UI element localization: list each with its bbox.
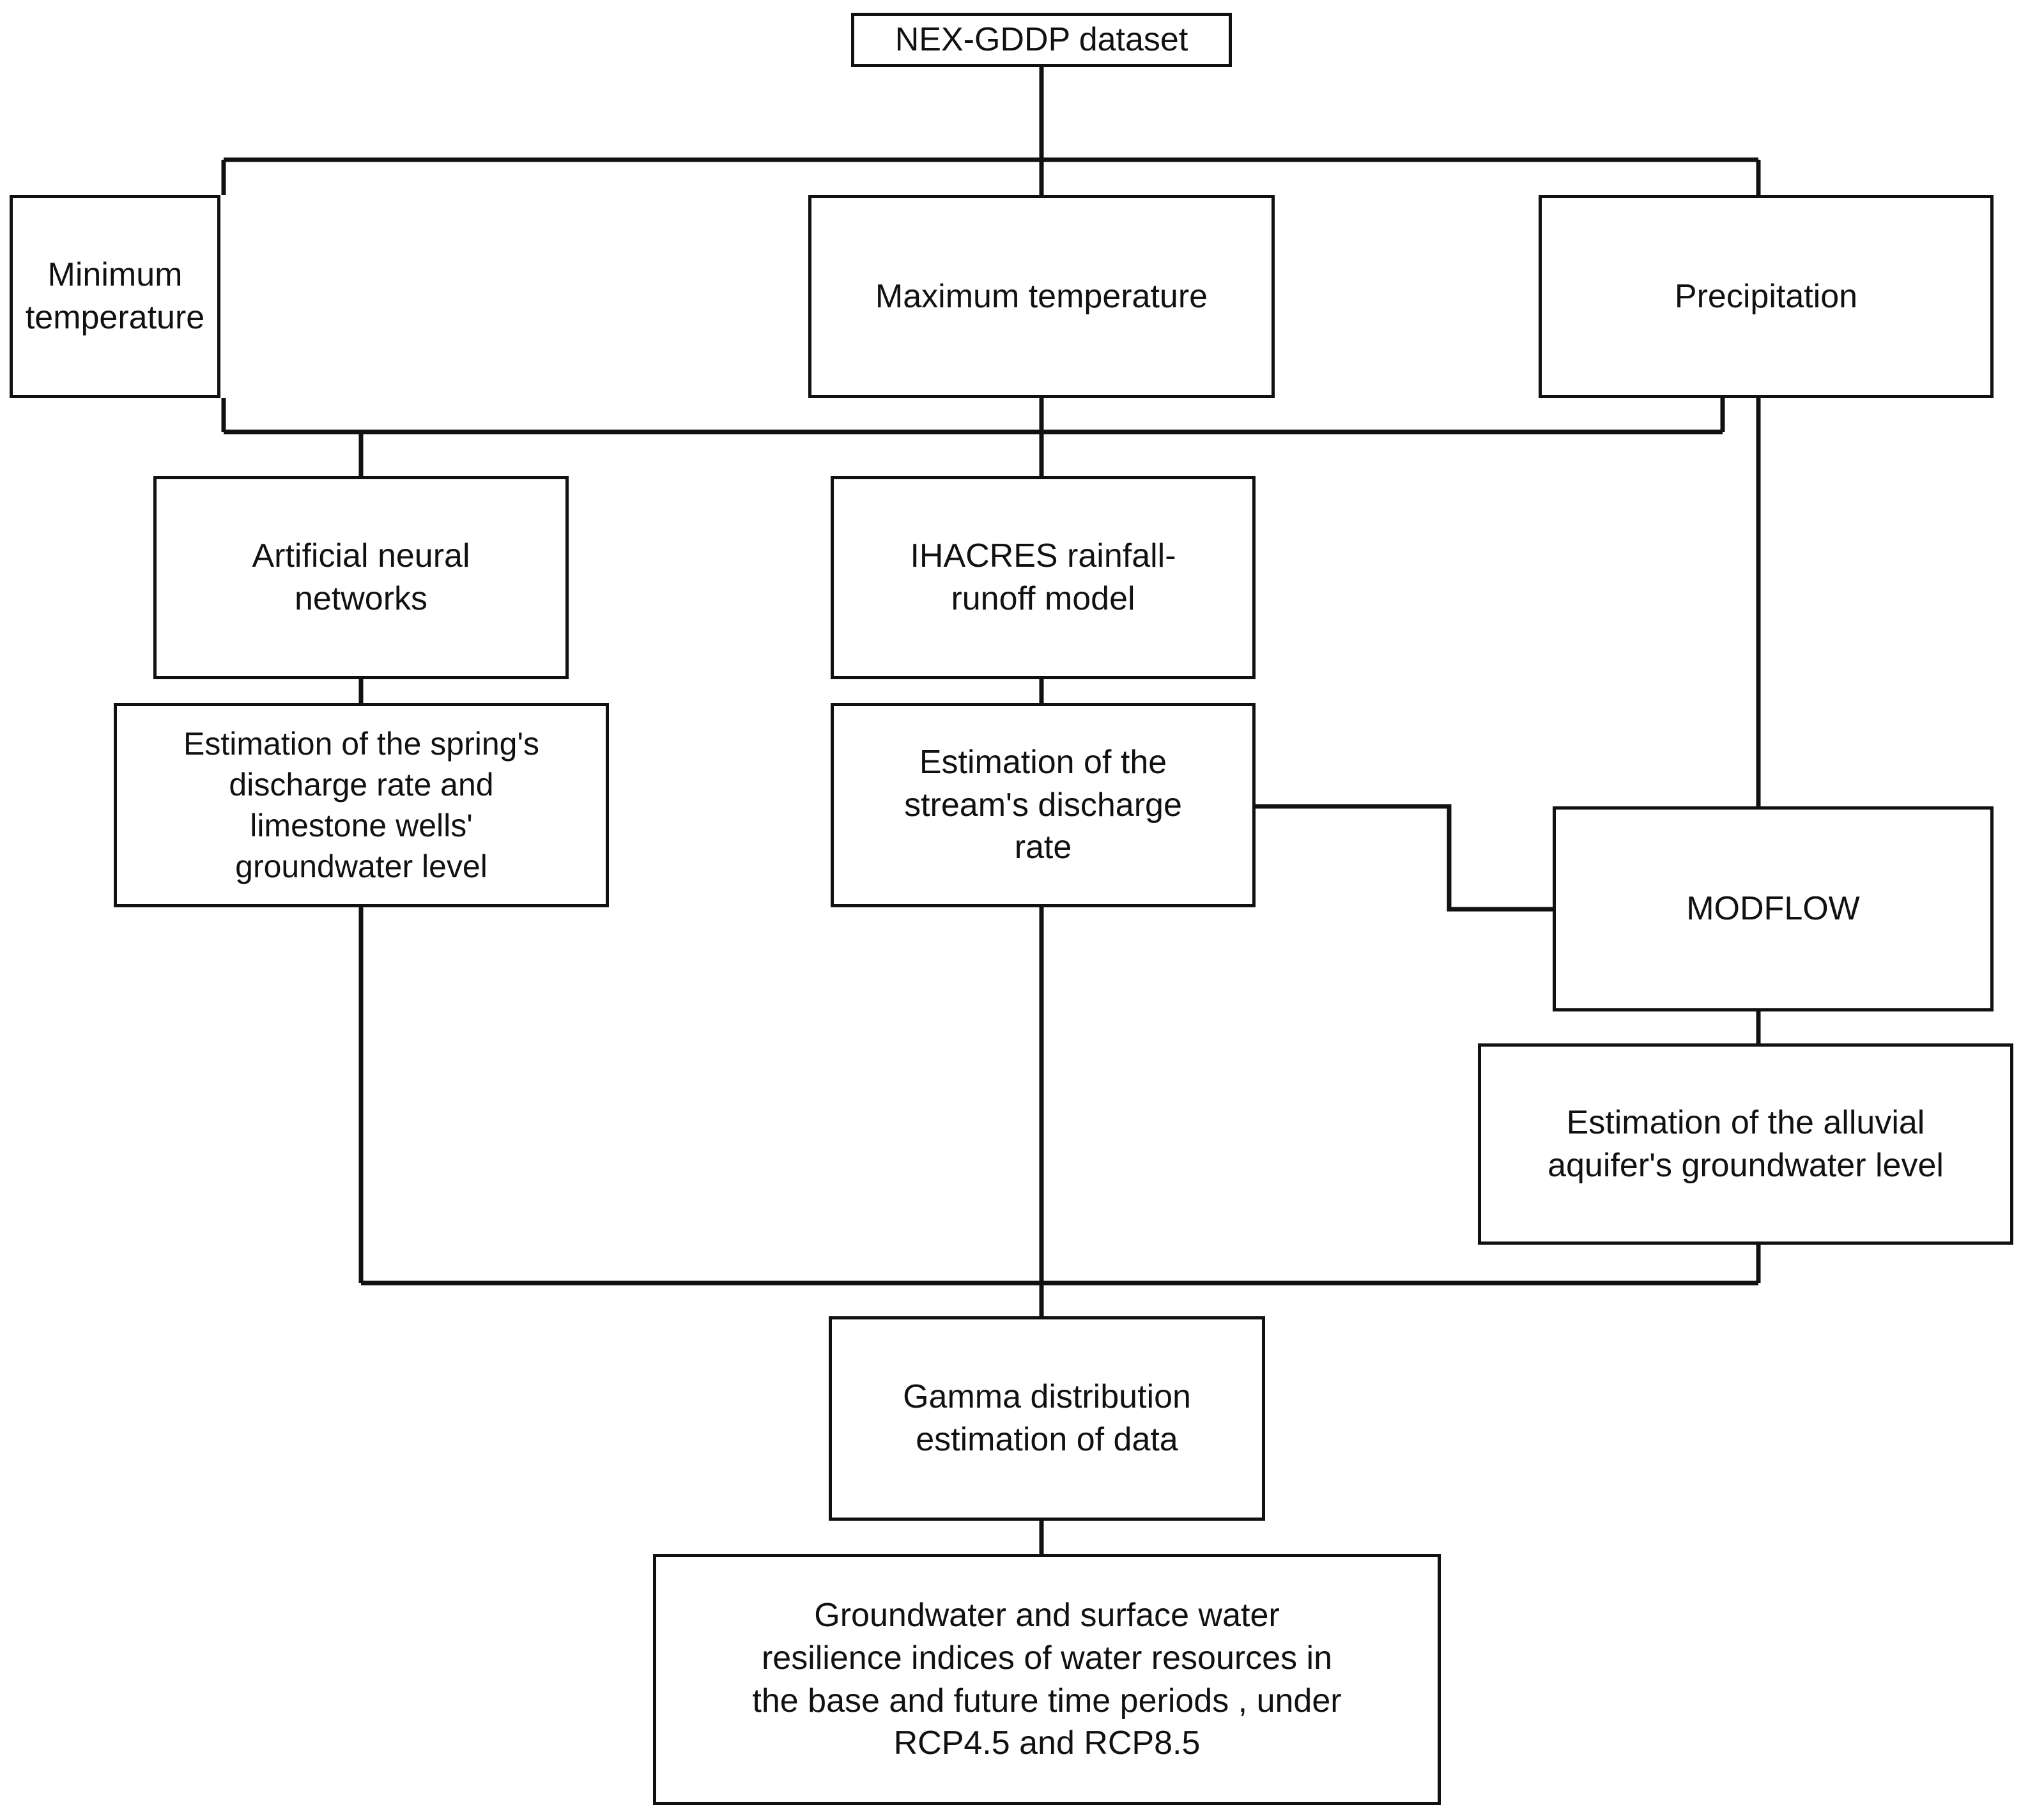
node-modflow-label: MODFLOW (1686, 890, 1860, 928)
node-gamma-distribution-estimation-label: Gamma distribution estimation of data (903, 1378, 1191, 1458)
node-spring-discharge-estimation[interactable]: Estimation of the spring's discharge rat… (114, 703, 609, 907)
node-nex-gddp-dataset-label: NEX-GDDP dataset (895, 21, 1188, 59)
node-gamma-distribution-estimation[interactable]: Gamma distribution estimation of data (829, 1316, 1265, 1521)
node-stream-discharge-estimation-label: Estimation of the stream's discharge rat… (904, 744, 1182, 866)
node-resilience-indices-result-label: Groundwater and surface water resilience… (752, 1597, 1342, 1762)
node-ihacres-rainfall-runoff-model-label: IHACRES rainfall- runoff model (910, 537, 1176, 617)
node-precipitation-label: Precipitation (1674, 277, 1858, 315)
node-alluvial-aquifer-estimation[interactable]: Estimation of the alluvial aquifer's gro… (1478, 1043, 2013, 1245)
node-alluvial-aquifer-estimation-label: Estimation of the alluvial aquifer's gro… (1548, 1103, 1944, 1184)
node-precipitation[interactable]: Precipitation (1539, 195, 1994, 398)
node-nex-gddp-dataset[interactable]: NEX-GDDP dataset (851, 13, 1232, 67)
node-minimum-temperature-label: Minimum temperature (25, 256, 205, 336)
node-stream-discharge-estimation[interactable]: Estimation of the stream's discharge rat… (831, 703, 1256, 907)
node-minimum-temperature[interactable]: Minimum temperature (10, 195, 220, 398)
edge-stream-estimation-to-modflow (1256, 804, 1553, 912)
node-artificial-neural-networks[interactable]: Artificial neural networks (153, 476, 569, 679)
node-resilience-indices-result[interactable]: Groundwater and surface water resilience… (653, 1554, 1441, 1805)
node-modflow[interactable]: MODFLOW (1553, 806, 1994, 1011)
node-ihacres-rainfall-runoff-model[interactable]: IHACRES rainfall- runoff model (831, 476, 1256, 679)
node-maximum-temperature[interactable]: Maximum temperature (808, 195, 1275, 398)
node-artificial-neural-networks-label: Artificial neural networks (252, 537, 470, 617)
node-spring-discharge-estimation-label: Estimation of the spring's discharge rat… (183, 726, 540, 884)
node-maximum-temperature-label: Maximum temperature (875, 277, 1208, 315)
